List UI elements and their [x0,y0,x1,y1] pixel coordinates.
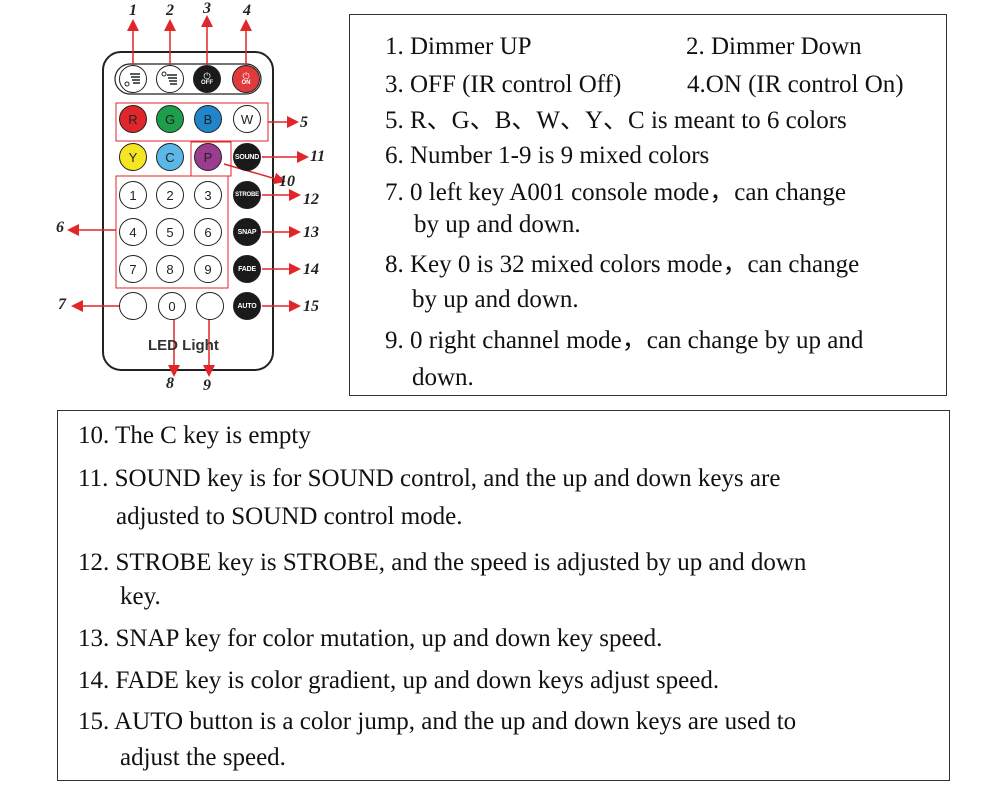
legend-line-15-cont: adjust the speed. [120,744,286,771]
legend-line-14: 14. FADE key is color gradient, up and d… [78,667,720,694]
dimmer-down-button[interactable] [156,65,184,93]
zero-left-button[interactable] [119,292,147,320]
zero-right-button[interactable] [196,292,224,320]
legend-box-top: 1. Dimmer UP 2. Dimmer Down 3. OFF (IR c… [349,14,947,396]
callout-9: 9 [203,377,211,394]
legend-line-8: by up and down. [412,286,579,313]
color-b-button[interactable]: B [194,105,222,133]
callout-12: 12 [303,191,319,208]
callout-13: 13 [303,224,319,241]
off-button[interactable]: ⏻ OFF [193,65,221,93]
number-9-button[interactable]: 9 [194,255,222,283]
callout-8: 8 [166,375,174,392]
dimmer-up-icon [124,73,140,87]
color-g-button[interactable]: G [156,105,184,133]
number-5-button[interactable]: 5 [156,218,184,246]
number-7-button[interactable]: 7 [119,255,147,283]
legend-line-11-cont: adjusted to SOUND control mode. [116,503,463,530]
color-y-button[interactable]: Y [119,143,147,171]
callout-1: 1 [129,2,137,19]
color-w-button[interactable]: W [233,105,261,133]
legend-line-12: 12. STROBE key is STROBE, and the speed … [78,549,807,576]
top-button-bar [114,63,262,95]
legend-line-2b: 4.ON (IR control On) [687,71,904,98]
legend-line-7: 8. Key 0 is 32 mixed colors mode，can cha… [385,251,860,278]
number-3-button[interactable]: 3 [194,181,222,209]
legend-line-6: by up and down. [414,211,581,238]
dimmer-up-button[interactable] [119,65,147,93]
sound-button[interactable]: SOUND [233,143,261,171]
legend-box-bottom: 10. The C key is empty 11. SOUND key is … [57,410,950,781]
callout-3: 3 [203,0,211,17]
legend-line-2a: 3. OFF (IR control Off) [385,71,622,98]
on-label: ON [241,79,251,86]
color-p-button[interactable]: P [194,143,222,171]
number-4-button[interactable]: 4 [119,218,147,246]
callout-15: 15 [303,298,319,315]
power-icon: ⏻ [203,70,211,81]
legend-line-10-c-key: 10. The C key is empty [78,422,311,449]
legend-line-12-cont: key. [120,583,161,610]
number-group-outline [115,175,229,289]
callout-2: 2 [166,2,174,19]
number-6-button[interactable]: 6 [194,218,222,246]
off-label: OFF [201,79,213,86]
remote-graphics [67,15,309,377]
legend-line-15: 15. AUTO button is a color jump, and the… [78,708,797,735]
legend-line-3: 5. R、G、B、W、Y、C is meant to 6 colors [385,107,847,134]
dimmer-down-icon [161,71,177,85]
number-8-button[interactable]: 8 [156,255,184,283]
fade-button[interactable]: FADE [233,255,261,283]
legend-line-10: down. [412,364,474,391]
number-1-button[interactable]: 1 [119,181,147,209]
legend-line-1b: 2. Dimmer Down [686,33,862,60]
legend-line-1a: 1. Dimmer UP [385,33,532,60]
callout-10: 10 [279,173,295,190]
remote-diagram: 1 2 3 4 5 6 7 8 9 10 11 12 13 14 15 ⏻ OF… [0,0,340,395]
power-icon: ⏻ [242,70,250,81]
callout-5: 5 [300,114,308,131]
legend-line-9: 9. 0 right channel mode，can change by up… [385,327,864,354]
color-r-button[interactable]: R [119,105,147,133]
callout-6: 6 [56,219,64,236]
callout-11: 11 [310,148,326,165]
callout-7: 7 [58,296,66,313]
callout-14: 14 [303,261,319,278]
legend-line-13: 13. SNAP key for color mutation, up and … [78,625,663,652]
remote-brand-label: LED Light [148,337,219,354]
strobe-button[interactable]: STROBE [233,181,261,209]
callout-4: 4 [243,2,251,19]
remote-body [102,51,274,371]
on-button[interactable]: ⏻ ON [232,65,260,93]
snap-button[interactable]: SNAP [233,218,261,246]
auto-button[interactable]: AUTO [233,292,261,320]
number-2-button[interactable]: 2 [156,181,184,209]
legend-line-11: 11. SOUND key is for SOUND control, and … [78,465,781,492]
legend-line-4: 6. Number 1-9 is 9 mixed colors [385,142,710,169]
legend-line-5: 7. 0 left key A001 console mode，can chan… [385,179,846,206]
zero-button[interactable]: 0 [158,292,186,320]
color-c-button[interactable]: C [156,143,184,171]
